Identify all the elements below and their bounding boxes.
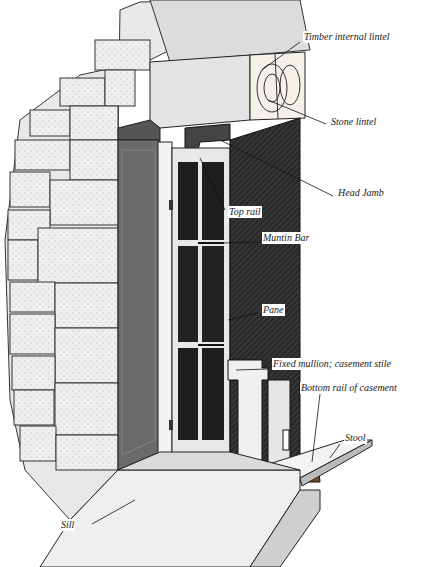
part-label: Timber internal lintel: [303, 31, 391, 43]
part-label: Stone lintel: [330, 116, 377, 128]
pane: [178, 162, 224, 440]
part-label: Muntin Bar: [262, 232, 310, 244]
part-label: Head Jamb: [337, 187, 385, 199]
part-label: Fixed mullion; casement stile: [272, 358, 392, 370]
leader-line: [92, 42, 340, 524]
part-label: Sill: [60, 519, 75, 531]
part-label: Stool: [344, 432, 367, 444]
part-label: Pane: [262, 304, 285, 316]
part-label: Top rail: [228, 206, 262, 218]
muntin-bar: [198, 243, 224, 345]
timber-lintel: [250, 52, 305, 120]
part-label: Bottom rail of casement: [300, 382, 398, 394]
